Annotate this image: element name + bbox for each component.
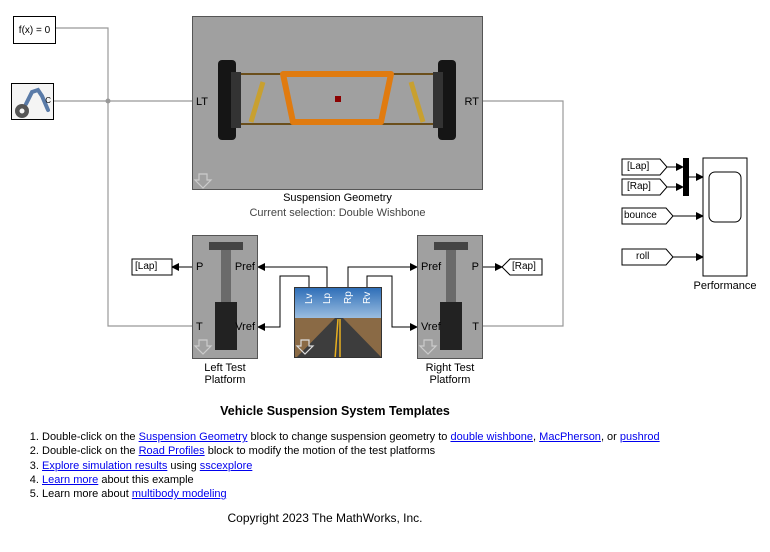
conn-lp-pref — [257, 263, 328, 287]
left-port-t: T — [196, 321, 203, 333]
actuator-icon — [418, 242, 468, 355]
road-port-rv: Rv — [362, 291, 373, 304]
right-port-vref: Vref — [421, 321, 441, 333]
geometry-port-rt: RT — [464, 96, 479, 108]
wishbone-geometry-icon — [193, 60, 456, 189]
left-port-pref: Pref — [234, 261, 255, 273]
step3-text: using — [167, 459, 200, 472]
gear-robot-icon — [15, 87, 50, 118]
left-platform-caption: Left Test Platform — [180, 362, 270, 386]
copyright: Copyright 2023 The MathWorks, Inc. — [227, 511, 423, 525]
left-caption-line2: Platform — [204, 374, 246, 386]
goto-tag-rap[interactable]: [Rap] — [512, 261, 536, 272]
geometry-subtitle: Current selection: Double Wishbone — [249, 207, 426, 219]
step1-sep: , — [533, 431, 540, 443]
solver-label: f(x) = 0 — [18, 24, 51, 36]
link-learn-more[interactable]: Learn more — [42, 473, 99, 486]
step2-text-2: block to modify the motion of the test p… — [204, 445, 436, 458]
instruction-list: Double-click on the Suspension Geometry … — [30, 430, 660, 501]
mechanism-config-block[interactable]: C — [11, 83, 54, 120]
step-5: Learn more about multibody modeling — [42, 487, 660, 501]
goto-tag-lap[interactable]: [Lap] — [135, 261, 158, 272]
right-port-t: T — [472, 321, 479, 333]
right-port-p: P — [471, 261, 479, 273]
link-explore-results[interactable]: Explore simulation results — [42, 459, 168, 472]
road-profiles-block[interactable]: Lv Lp Rp Rv — [294, 287, 382, 358]
right-caption-line1: Right Test — [425, 362, 475, 374]
step1-text-2: block to change suspension geometry to — [247, 431, 451, 443]
suspension-geometry-block[interactable]: LT RT — [192, 16, 483, 190]
road-port-lv: Lv — [304, 293, 315, 304]
from-tag-lap[interactable]: [Lap] — [627, 161, 650, 172]
conn-rv-vref — [366, 275, 418, 331]
link-road-profiles[interactable]: Road Profiles — [138, 445, 205, 458]
step1-text: Double-click on the — [42, 431, 139, 443]
left-port-vref: Vref — [235, 321, 255, 333]
road-port-rp: Rp — [343, 291, 354, 304]
right-caption-line2: Platform — [429, 374, 471, 386]
link-double-wishbone[interactable]: double wishbone — [450, 431, 534, 443]
from-tag-bounce[interactable]: bounce — [624, 210, 657, 221]
from-tag-roll[interactable]: roll — [636, 251, 650, 262]
left-port-p: P — [196, 261, 204, 273]
geometry-port-lt: LT — [196, 96, 209, 108]
road-image-icon — [295, 288, 381, 357]
step1-sep-2: , or — [600, 431, 620, 443]
info-title: Vehicle Suspension System Templates — [220, 404, 450, 418]
conn-lv-vref — [257, 275, 310, 331]
link-sscexplore[interactable]: sscexplore — [199, 459, 253, 472]
left-caption-line1: Left Test — [204, 362, 246, 374]
performance-scope-block[interactable] — [703, 158, 747, 276]
right-platform-caption: Right Test Platform — [405, 362, 495, 386]
link-multibody-modeling[interactable]: multibody modeling — [131, 488, 227, 501]
road-port-lp: Lp — [322, 292, 333, 304]
config-port-c: C — [45, 96, 51, 105]
step-2: Double-click on the Road Profiles block … — [42, 444, 660, 458]
actuator-icon — [193, 242, 243, 355]
right-port-pref: Pref — [421, 261, 442, 273]
link-macpherson[interactable]: MacPherson — [539, 431, 601, 443]
link-pushrod[interactable]: pushrod — [619, 431, 660, 443]
conn-geometry-right-t — [483, 100, 564, 327]
geometry-title: Suspension Geometry — [283, 192, 392, 204]
step2-text: Double-click on the — [42, 445, 139, 458]
step5-text: Learn more about — [42, 488, 132, 501]
step-3: Explore simulation results using sscexpl… — [42, 459, 660, 473]
from-tag-rap[interactable]: [Rap] — [627, 181, 651, 192]
left-test-platform-block[interactable]: P Pref T Vref — [192, 235, 258, 359]
conn-rp-pref — [347, 263, 418, 287]
branch-point — [105, 98, 111, 104]
step-1: Double-click on the Suspension Geometry … — [42, 430, 660, 444]
link-suspension-geometry[interactable]: Suspension Geometry — [138, 431, 248, 443]
right-test-platform-block[interactable]: Pref P Vref T — [417, 235, 483, 359]
step4-text: about this example — [98, 473, 194, 486]
scope-caption: Performance — [693, 280, 757, 292]
solver-config-block[interactable]: f(x) = 0 — [13, 16, 56, 44]
conn-solver-left-t — [56, 27, 192, 327]
step-4: Learn more about this example — [42, 473, 660, 487]
